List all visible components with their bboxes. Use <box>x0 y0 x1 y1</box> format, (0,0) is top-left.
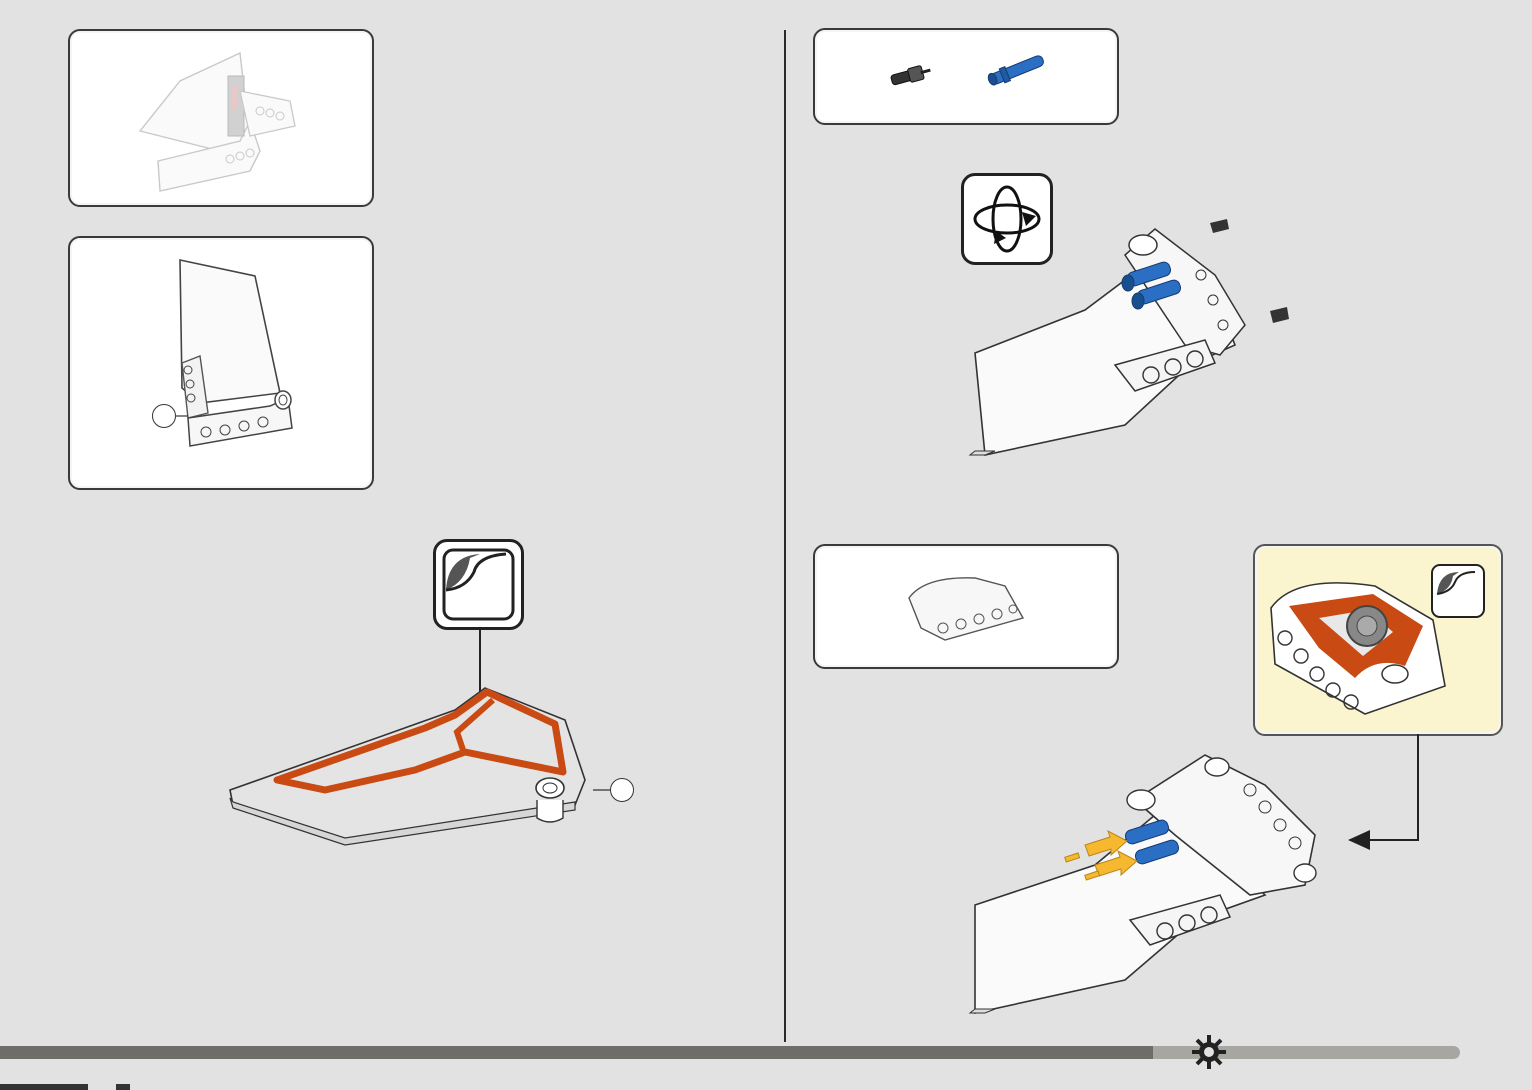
parts-list-panel <box>813 28 1119 125</box>
blue-long-pin-icon <box>983 48 1053 92</box>
callout-circle <box>152 404 176 428</box>
sticker-icon <box>1431 564 1485 618</box>
black-axle-pin-icon <box>887 60 937 90</box>
sticker-detail-panel <box>1253 544 1503 736</box>
page-divider <box>784 30 786 1042</box>
wing-with-sticker-illustration <box>225 680 645 850</box>
sticker-glyph <box>436 542 521 627</box>
rotated-wing-assembly-illustration <box>965 215 1295 465</box>
build-progress-bar <box>0 1046 1460 1059</box>
gear-icon <box>1190 1033 1228 1071</box>
callout-circle <box>610 778 634 802</box>
footer-mark <box>116 1084 130 1090</box>
footer-mark <box>0 1084 88 1090</box>
sticker-glyph-small <box>1433 566 1482 615</box>
final-assembly-illustration <box>965 745 1345 1020</box>
previous-step-illustration <box>70 31 372 205</box>
parts-list-panel-2 <box>813 544 1119 669</box>
previous-step-panel <box>68 29 374 207</box>
build-progress-fill <box>0 1046 1153 1059</box>
sticker-placement-arrow <box>1340 734 1430 854</box>
fin-and-beam-illustration <box>70 238 372 488</box>
assembly-step-panel <box>68 236 374 490</box>
white-beam-connector-icon <box>905 568 1035 648</box>
sticker-icon <box>433 539 524 630</box>
